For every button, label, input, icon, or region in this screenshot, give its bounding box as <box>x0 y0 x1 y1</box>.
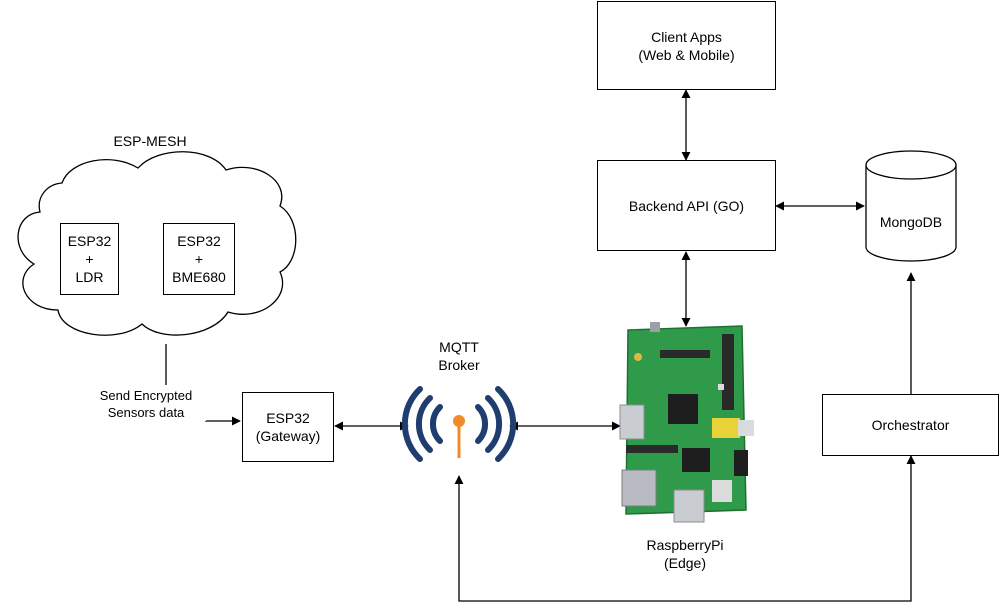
mqtt-line2: Broker <box>438 357 480 373</box>
antenna-broadcast-icon <box>401 386 517 462</box>
raspberry-pi-label: RaspberryPi (Edge) <box>620 536 750 572</box>
client-apps-line2: (Web & Mobile) <box>638 46 735 63</box>
gateway-line2: (Gateway) <box>255 428 321 444</box>
raspberry-line1: RaspberryPi <box>646 537 724 553</box>
esp32-gateway-box: ESP32 (Gateway) <box>242 392 334 462</box>
gateway-line1: ESP32 <box>266 410 310 426</box>
esp-mesh-title: ESP-MESH <box>113 133 187 149</box>
orchestrator-label: Orchestrator <box>871 417 950 433</box>
mqtt-orchestrator-loop <box>454 455 916 602</box>
esp32-ldr-line2: + <box>85 251 94 267</box>
esp32-bme680-line1: ESP32 <box>177 233 221 249</box>
send-encrypted-label: Send Encrypted Sensors data <box>86 387 206 421</box>
backend-api-box: Backend API (GO) <box>597 160 776 251</box>
raspberry-pi-board-icon <box>619 322 754 523</box>
esp32-bme680-node: ESP32 + BME680 <box>163 223 235 295</box>
backend-api-label: Backend API (GO) <box>628 197 745 214</box>
mongodb-label: MongoDB <box>879 214 943 230</box>
orchestrator-box: Orchestrator <box>822 394 999 456</box>
esp32-ldr-line3: LDR <box>75 269 104 285</box>
esp32-ldr-node: ESP32 + LDR <box>60 223 119 295</box>
send-label-line1: Send Encrypted <box>99 388 193 403</box>
mqtt-broker-label: MQTT Broker <box>414 338 504 374</box>
esp32-bme680-line2: + <box>194 251 204 267</box>
mongodb-cylinder <box>865 150 957 262</box>
esp32-ldr-line1: ESP32 <box>67 233 112 249</box>
esp32-bme680-line3: BME680 <box>172 269 226 285</box>
client-apps-line1: Client Apps <box>651 28 722 45</box>
mqtt-line1: MQTT <box>439 339 479 355</box>
raspberry-line2: (Edge) <box>663 555 707 571</box>
send-label-line2: Sensors data <box>107 405 185 420</box>
client-apps-box: Client Apps (Web & Mobile) <box>597 1 776 90</box>
